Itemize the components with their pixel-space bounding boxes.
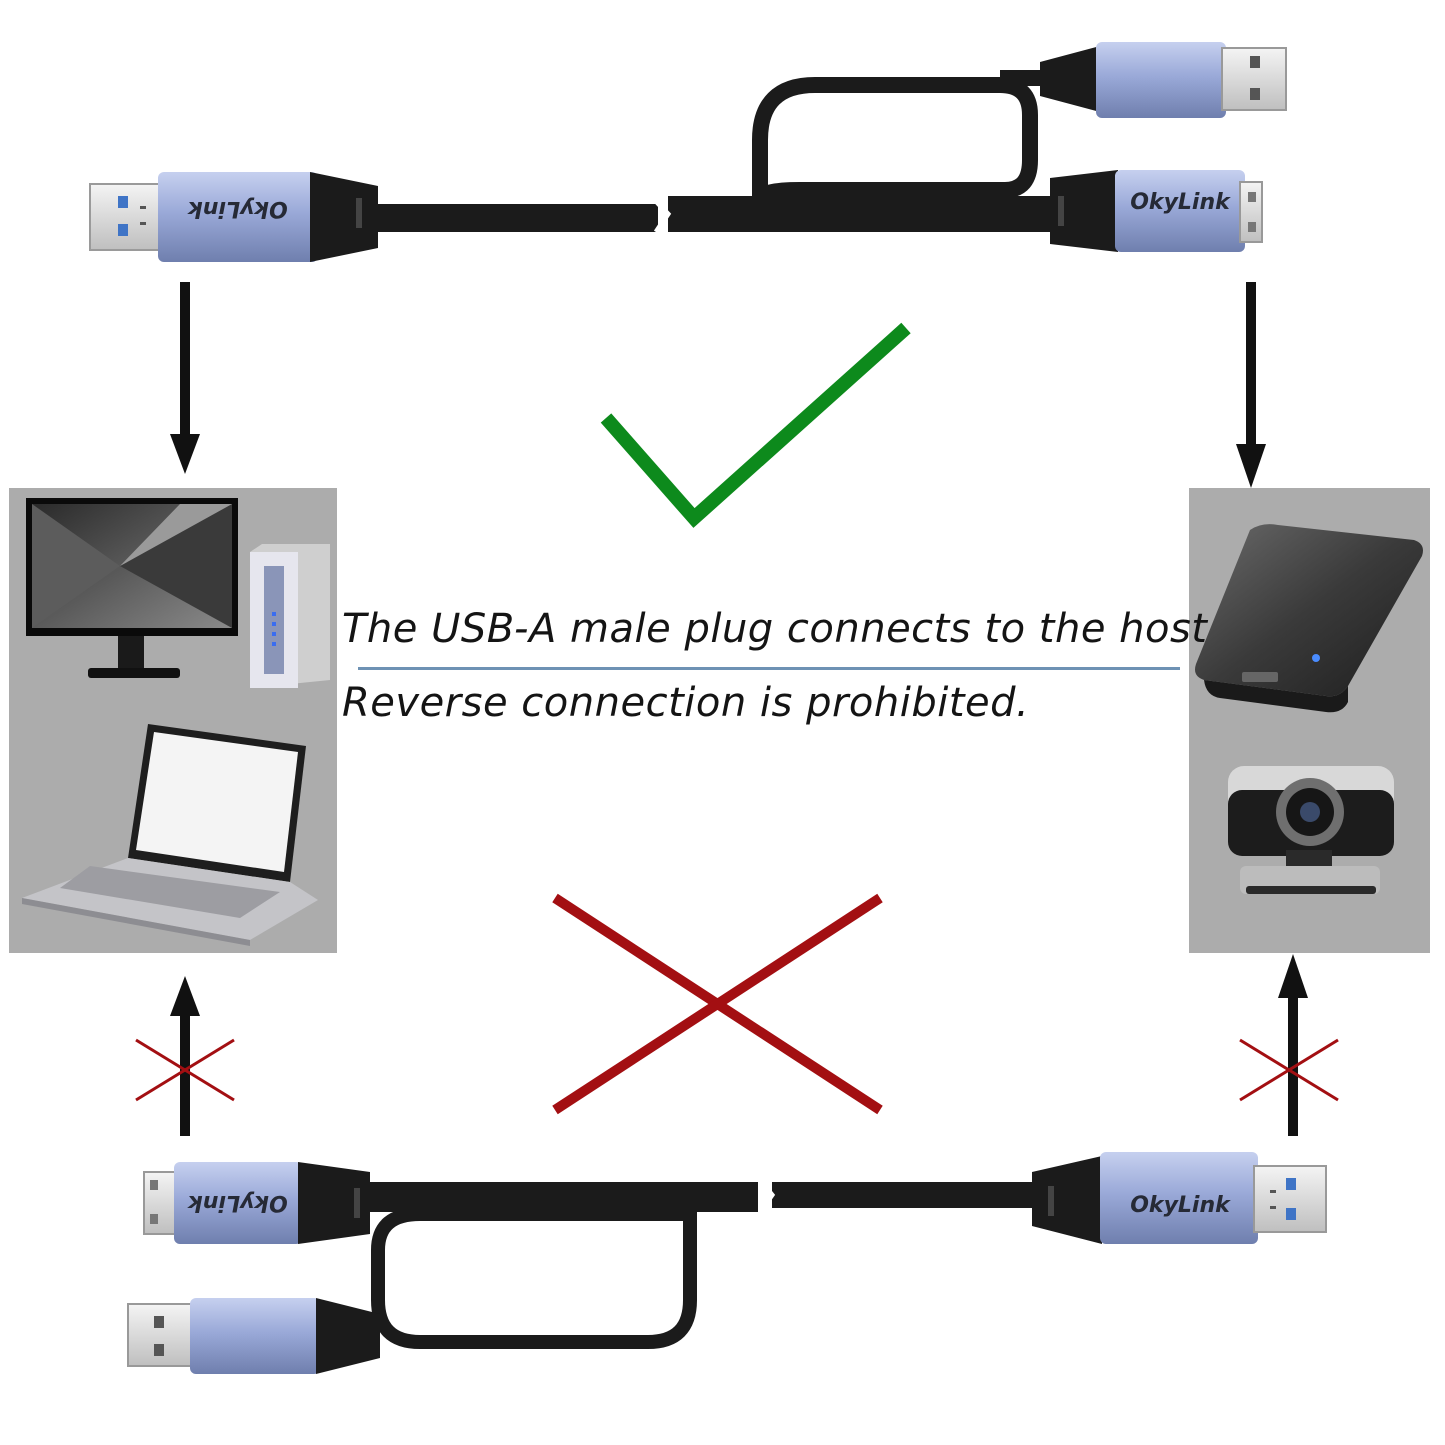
main-cable-right [772, 1182, 1036, 1208]
main-cable-left [378, 204, 658, 232]
host-devices-panel [9, 488, 337, 953]
caption-divider [358, 667, 1180, 670]
bottom-cable: OkyLink OkyLink [127, 1152, 1327, 1374]
usb-a-plug-bottom-branch [127, 1298, 380, 1374]
usb-a-plug-top-branch [1040, 42, 1287, 118]
cable-break-mark [653, 198, 672, 234]
cable-break-mark [757, 1178, 776, 1214]
top-cable: OkyLink OkyLink [89, 42, 1287, 262]
laptop-icon [22, 724, 318, 946]
arrow-down-right [1236, 282, 1266, 488]
caption-reverse-prohibited: Reverse connection is prohibited. [342, 680, 1030, 726]
branch-cable-loop [752, 77, 1038, 204]
usb-a-plug-top-left: OkyLink [89, 172, 378, 262]
brand-label-bottom-right: OkyLink [1130, 1193, 1231, 1218]
monitor-icon [26, 498, 238, 678]
x-mark-icon [552, 893, 883, 1115]
check-icon [600, 322, 911, 528]
arrow-down-left [170, 282, 200, 474]
arrow-up-right-prohibited [1239, 954, 1339, 1136]
arrow-up-left-prohibited [135, 976, 235, 1136]
webcam-icon [1228, 766, 1394, 894]
main-cable-right [668, 196, 1054, 232]
micro-b-plug-top-right: OkyLink [1050, 170, 1263, 252]
micro-b-plug-bottom-left: OkyLink [143, 1162, 370, 1244]
external-hard-drive-icon [1195, 524, 1423, 713]
brand-label-bottom-left: OkyLink [187, 1190, 288, 1215]
small-x-mark-icon-left [135, 1038, 235, 1102]
device-panel [1189, 488, 1430, 953]
usb-a-plug-bottom-right: OkyLink [1032, 1152, 1327, 1244]
small-x-mark-icon-right [1239, 1038, 1339, 1102]
brand-label-top-right: OkyLink [1130, 190, 1231, 215]
branch-cable-loop [371, 1200, 697, 1349]
pc-tower-icon [250, 544, 330, 688]
main-cable-left [368, 1182, 758, 1212]
caption-host-connection: The USB-A male plug connects to the host [342, 606, 1208, 652]
brand-label-top-left: OkyLink [187, 196, 288, 221]
